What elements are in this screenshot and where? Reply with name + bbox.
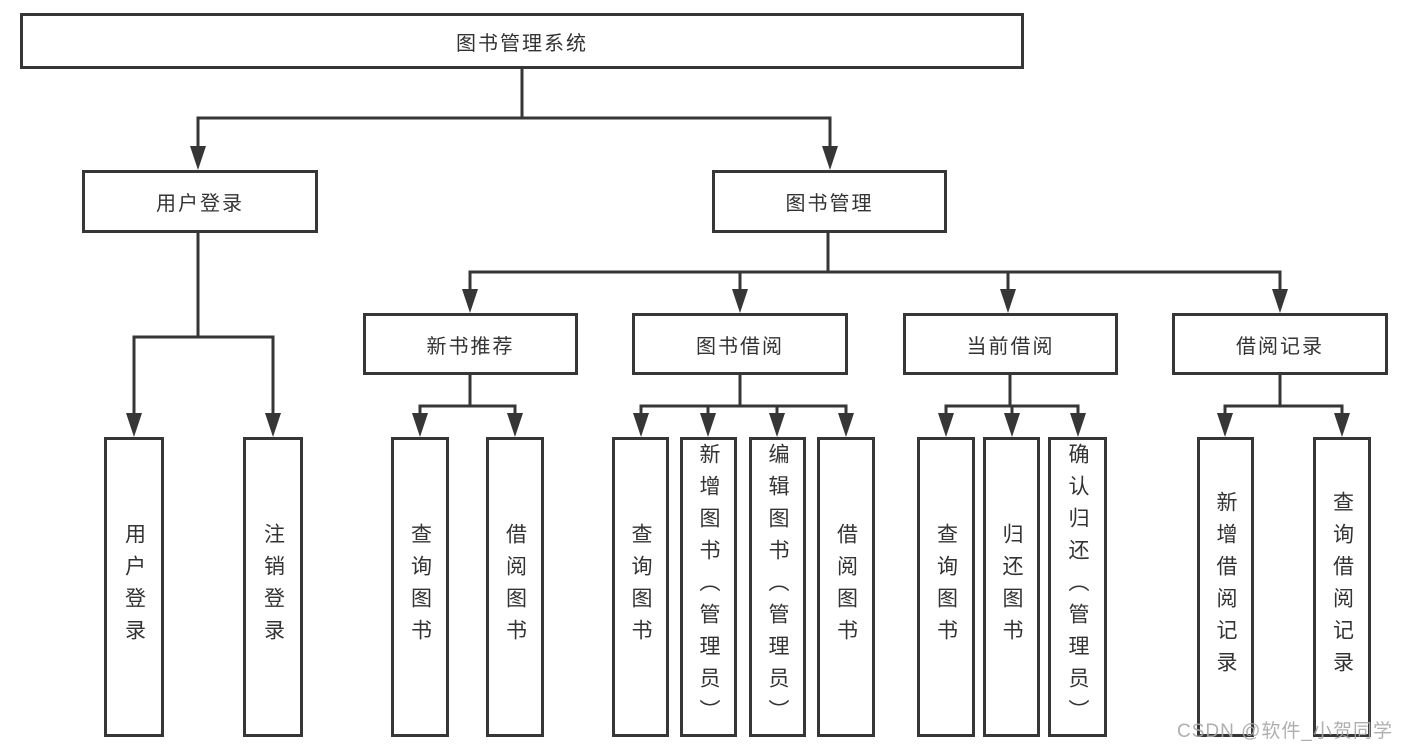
node-leaf-query-books-1: 查询图书 bbox=[391, 437, 449, 737]
node-leaf-logout: 注销登录 bbox=[243, 437, 303, 737]
node-leaf-add-borrow-record: 新增借阅记录 bbox=[1197, 437, 1254, 737]
node-label: 注销登录 bbox=[261, 523, 285, 651]
node-label: 归还图书 bbox=[1000, 523, 1023, 651]
node-book-borrow: 图书借阅 bbox=[632, 313, 848, 375]
node-leaf-query-books-3: 查询图书 bbox=[917, 437, 975, 737]
node-label: 图书管理系统 bbox=[456, 32, 588, 55]
node-book-management: 图书管理 bbox=[712, 170, 947, 233]
node-user-login: 用户登录 bbox=[82, 170, 318, 233]
node-label: 查询图书 bbox=[629, 523, 652, 651]
node-label: 编辑图书（管理员） bbox=[766, 443, 789, 731]
arrowheads bbox=[126, 146, 1350, 437]
node-label: 当前借阅 bbox=[966, 335, 1055, 358]
node-leaf-query-books-2: 查询图书 bbox=[612, 437, 669, 737]
node-leaf-user-login: 用户登录 bbox=[104, 437, 164, 737]
node-leaf-add-books-admin: 新增图书（管理员） bbox=[680, 437, 737, 737]
node-label: 用户登录 bbox=[156, 193, 244, 215]
node-leaf-query-borrow-record: 查询借阅记录 bbox=[1313, 437, 1371, 737]
node-library-management-system: 图书管理系统 bbox=[20, 13, 1024, 69]
node-label: 确认归还（管理员） bbox=[1066, 443, 1089, 731]
node-label: 查询图书 bbox=[408, 523, 432, 651]
node-label: 借阅图书 bbox=[834, 523, 858, 651]
node-label: 查询图书 bbox=[934, 523, 958, 651]
node-label: 图书借阅 bbox=[696, 335, 784, 358]
node-current-borrow: 当前借阅 bbox=[903, 313, 1118, 375]
node-label: 查询借阅记录 bbox=[1330, 491, 1354, 683]
csdn-watermark: CSDN @软件_小贺同学 bbox=[1177, 721, 1393, 742]
node-label: 借阅记录 bbox=[1236, 335, 1324, 358]
node-label: 用户登录 bbox=[122, 523, 146, 651]
node-leaf-confirm-return-admin: 确认归还（管理员） bbox=[1048, 437, 1107, 737]
node-label: 图书管理 bbox=[785, 193, 874, 215]
node-new-book-recommend: 新书推荐 bbox=[363, 313, 578, 375]
node-label: 新增借阅记录 bbox=[1214, 491, 1237, 683]
node-label: 新书推荐 bbox=[426, 335, 515, 358]
node-label: 借阅图书 bbox=[503, 523, 527, 651]
node-leaf-borrow-books-2: 借阅图书 bbox=[817, 437, 875, 737]
node-borrow-record: 借阅记录 bbox=[1172, 313, 1388, 375]
node-leaf-return-books: 归还图书 bbox=[983, 437, 1040, 737]
node-label: 新增图书（管理员） bbox=[697, 443, 720, 731]
node-leaf-borrow-books-1: 借阅图书 bbox=[486, 437, 544, 737]
node-leaf-edit-books-admin: 编辑图书（管理员） bbox=[749, 437, 806, 737]
